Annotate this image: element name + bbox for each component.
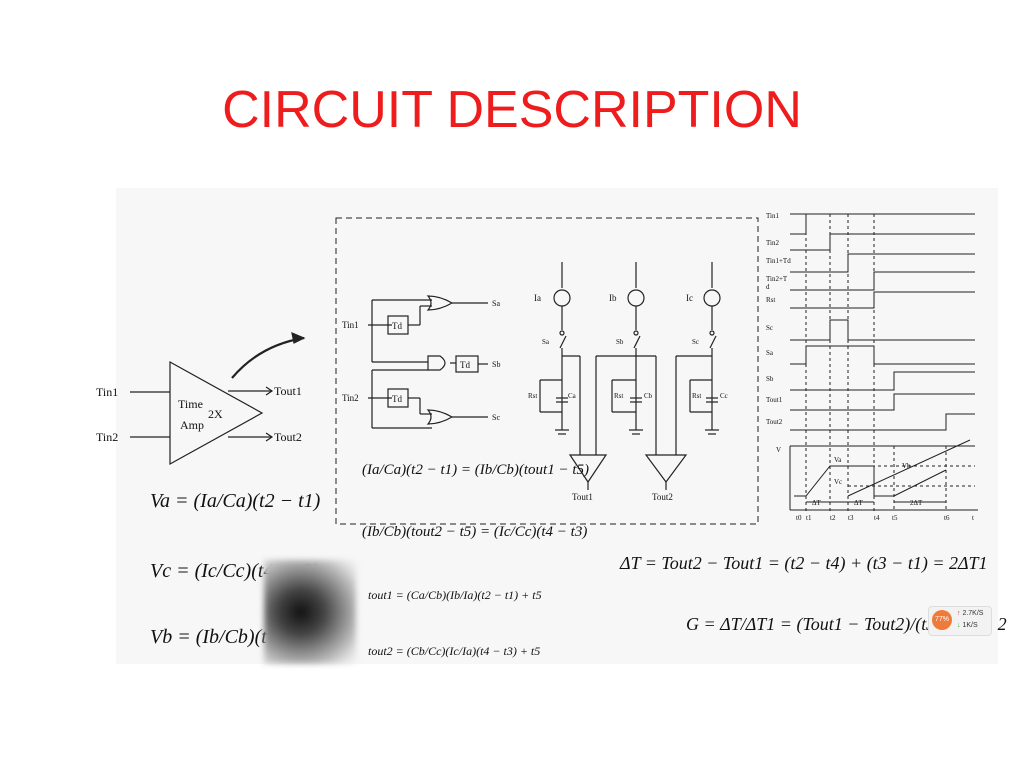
timing-signal-label: Tin1+Td — [766, 257, 791, 265]
eq-tout1: tout1 = (Ca/Cb)(Ib/Ia)(t2 − t1) + t5 — [368, 588, 542, 602]
rst-c: Rst — [692, 392, 701, 400]
timing-tick-label: t3 — [848, 514, 854, 522]
timing-t_axis-label: t — [972, 514, 974, 522]
eq-va: Va = (Ia/Ca)(t2 − t1) — [150, 490, 321, 512]
ia-label: Ia — [534, 293, 541, 303]
rst-b: Rst — [614, 392, 623, 400]
td-label-1: Td — [392, 321, 402, 331]
timing-signal-label: Sb — [766, 375, 774, 383]
amp-in2-label: Tin2 — [96, 430, 118, 444]
current-sources — [539, 262, 721, 490]
download-value: 1K/S — [962, 622, 978, 629]
timing-tick-label: t2 — [830, 514, 836, 522]
out-sa: Sa — [492, 299, 500, 308]
rst-a: Rst — [528, 392, 537, 400]
timing-interval-label: 2ΔT — [910, 499, 923, 507]
comp-tout1: Tout1 — [572, 492, 593, 502]
timing-signal-label: Tin2 — [766, 239, 779, 247]
td-label-2: Td — [460, 360, 470, 370]
timing-diagram — [789, 213, 978, 512]
network-speed-widget[interactable]: 77% ↑ 2.7K/S ↓ 1K/S — [928, 606, 992, 636]
upload-value: 2.7K/S — [962, 610, 984, 617]
eq-2: (Ib/Cb)(tout2 − t5) = (Ic/Cc)(t4 − t3) — [362, 524, 588, 540]
slide-title: CIRCUIT DESCRIPTION — [222, 81, 802, 139]
circuit-tin2: Tin2 — [342, 393, 359, 403]
eq-delta: ΔT = Tout2 − Tout1 = (t2 − t4) + (t3 − t… — [620, 553, 988, 573]
cap-cc: Cc — [720, 392, 728, 400]
amp-gain-label: 2X — [208, 407, 223, 421]
timing-signal-label: d — [766, 283, 770, 291]
out-sb: Sb — [492, 360, 500, 369]
timing-signal-label: Sa — [766, 349, 774, 357]
switch-sb: Sb — [616, 338, 624, 346]
blurred-image — [264, 560, 356, 664]
percent-badge: 77% — [932, 610, 952, 630]
timing-tick-label: t4 — [874, 514, 880, 522]
timing-signal-label: Tin1 — [766, 212, 779, 220]
timing-tick-label: t0 — [796, 514, 802, 522]
timing-vb-label: Vb — [902, 462, 911, 470]
switch-sc: Sc — [692, 338, 699, 346]
out-sc: Sc — [492, 413, 500, 422]
eq-gain: G = ΔT/ΔT1 = (Tout1 − Tout2)/(t3 − t1) =… — [686, 614, 1007, 634]
timing-signal-label: Tout2 — [766, 418, 783, 426]
timing-interval-label: ΔT — [854, 499, 864, 507]
logic-network — [368, 295, 488, 429]
time-amp-block — [130, 332, 306, 466]
amp-label2: Amp — [180, 418, 204, 432]
figure-panel — [116, 188, 998, 664]
timing-v_axis-label: V — [776, 446, 781, 454]
amp-label1: Time — [178, 397, 203, 411]
amp-in1-label: Tin1 — [96, 385, 118, 399]
timing-tick-label: t6 — [944, 514, 950, 522]
cap-ca: Ca — [568, 392, 577, 400]
timing-interval-label: ΔT — [812, 499, 822, 507]
timing-va-label: Va — [834, 456, 842, 464]
circuit-tin1: Tin1 — [342, 320, 359, 330]
eq-tout2: tout2 = (Cb/Cc)(Ic/Ia)(t4 − t3) + t5 — [368, 644, 541, 658]
comp-tout2: Tout2 — [652, 492, 673, 502]
amp-out2-label: Tout2 — [274, 430, 302, 444]
upload-speed: ↑ 2.7K/S — [957, 610, 984, 617]
timing-tick-label: t1 — [806, 514, 812, 522]
eq-1: (Ia/Ca)(t2 − t1) = (Ib/Cb)(tout1 − t5) — [362, 462, 589, 478]
timing-signal-label: Tout1 — [766, 396, 783, 404]
ib-label: Ib — [609, 293, 617, 303]
timing-tick-label: t5 — [892, 514, 898, 522]
amp-out1-label: Tout1 — [274, 384, 302, 398]
timing-signal-label: Tin2+T — [766, 275, 788, 283]
timing-vc-label: Vc — [834, 478, 842, 486]
td-label-3: Td — [392, 394, 402, 404]
download-speed: ↓ 1K/S — [957, 622, 978, 629]
switch-sa: Sa — [542, 338, 550, 346]
ic-label: Ic — [686, 293, 693, 303]
timing-signal-label: Sc — [766, 324, 773, 332]
timing-signal-label: Rst — [766, 296, 775, 304]
cap-cb: Cb — [644, 392, 653, 400]
